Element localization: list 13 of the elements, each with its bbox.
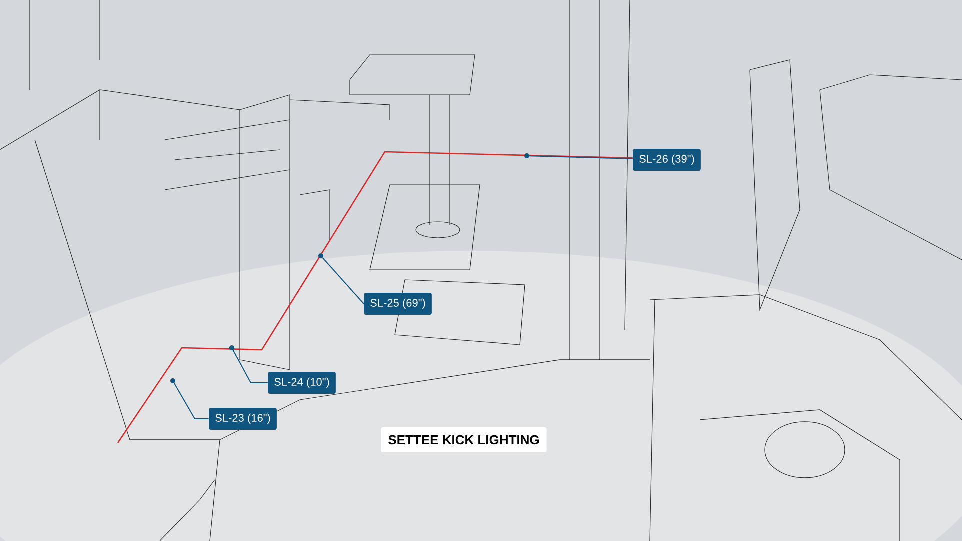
callout-label: SL-23 (16") [209,408,277,430]
title-label: SETTEE KICK LIGHTING [381,427,547,452]
callout-label: SL-26 (39") [633,149,701,171]
leader-line [232,350,268,384]
point-marker [170,378,176,384]
point-marker [524,154,530,158]
leader-line [322,258,366,304]
point-marker [230,345,234,350]
point-marker [318,254,324,258]
callout-label: SL-24 (10") [268,372,336,394]
leader-line [174,382,210,420]
leader-line [529,156,634,160]
callout-label: SL-25 (69") [364,293,432,315]
